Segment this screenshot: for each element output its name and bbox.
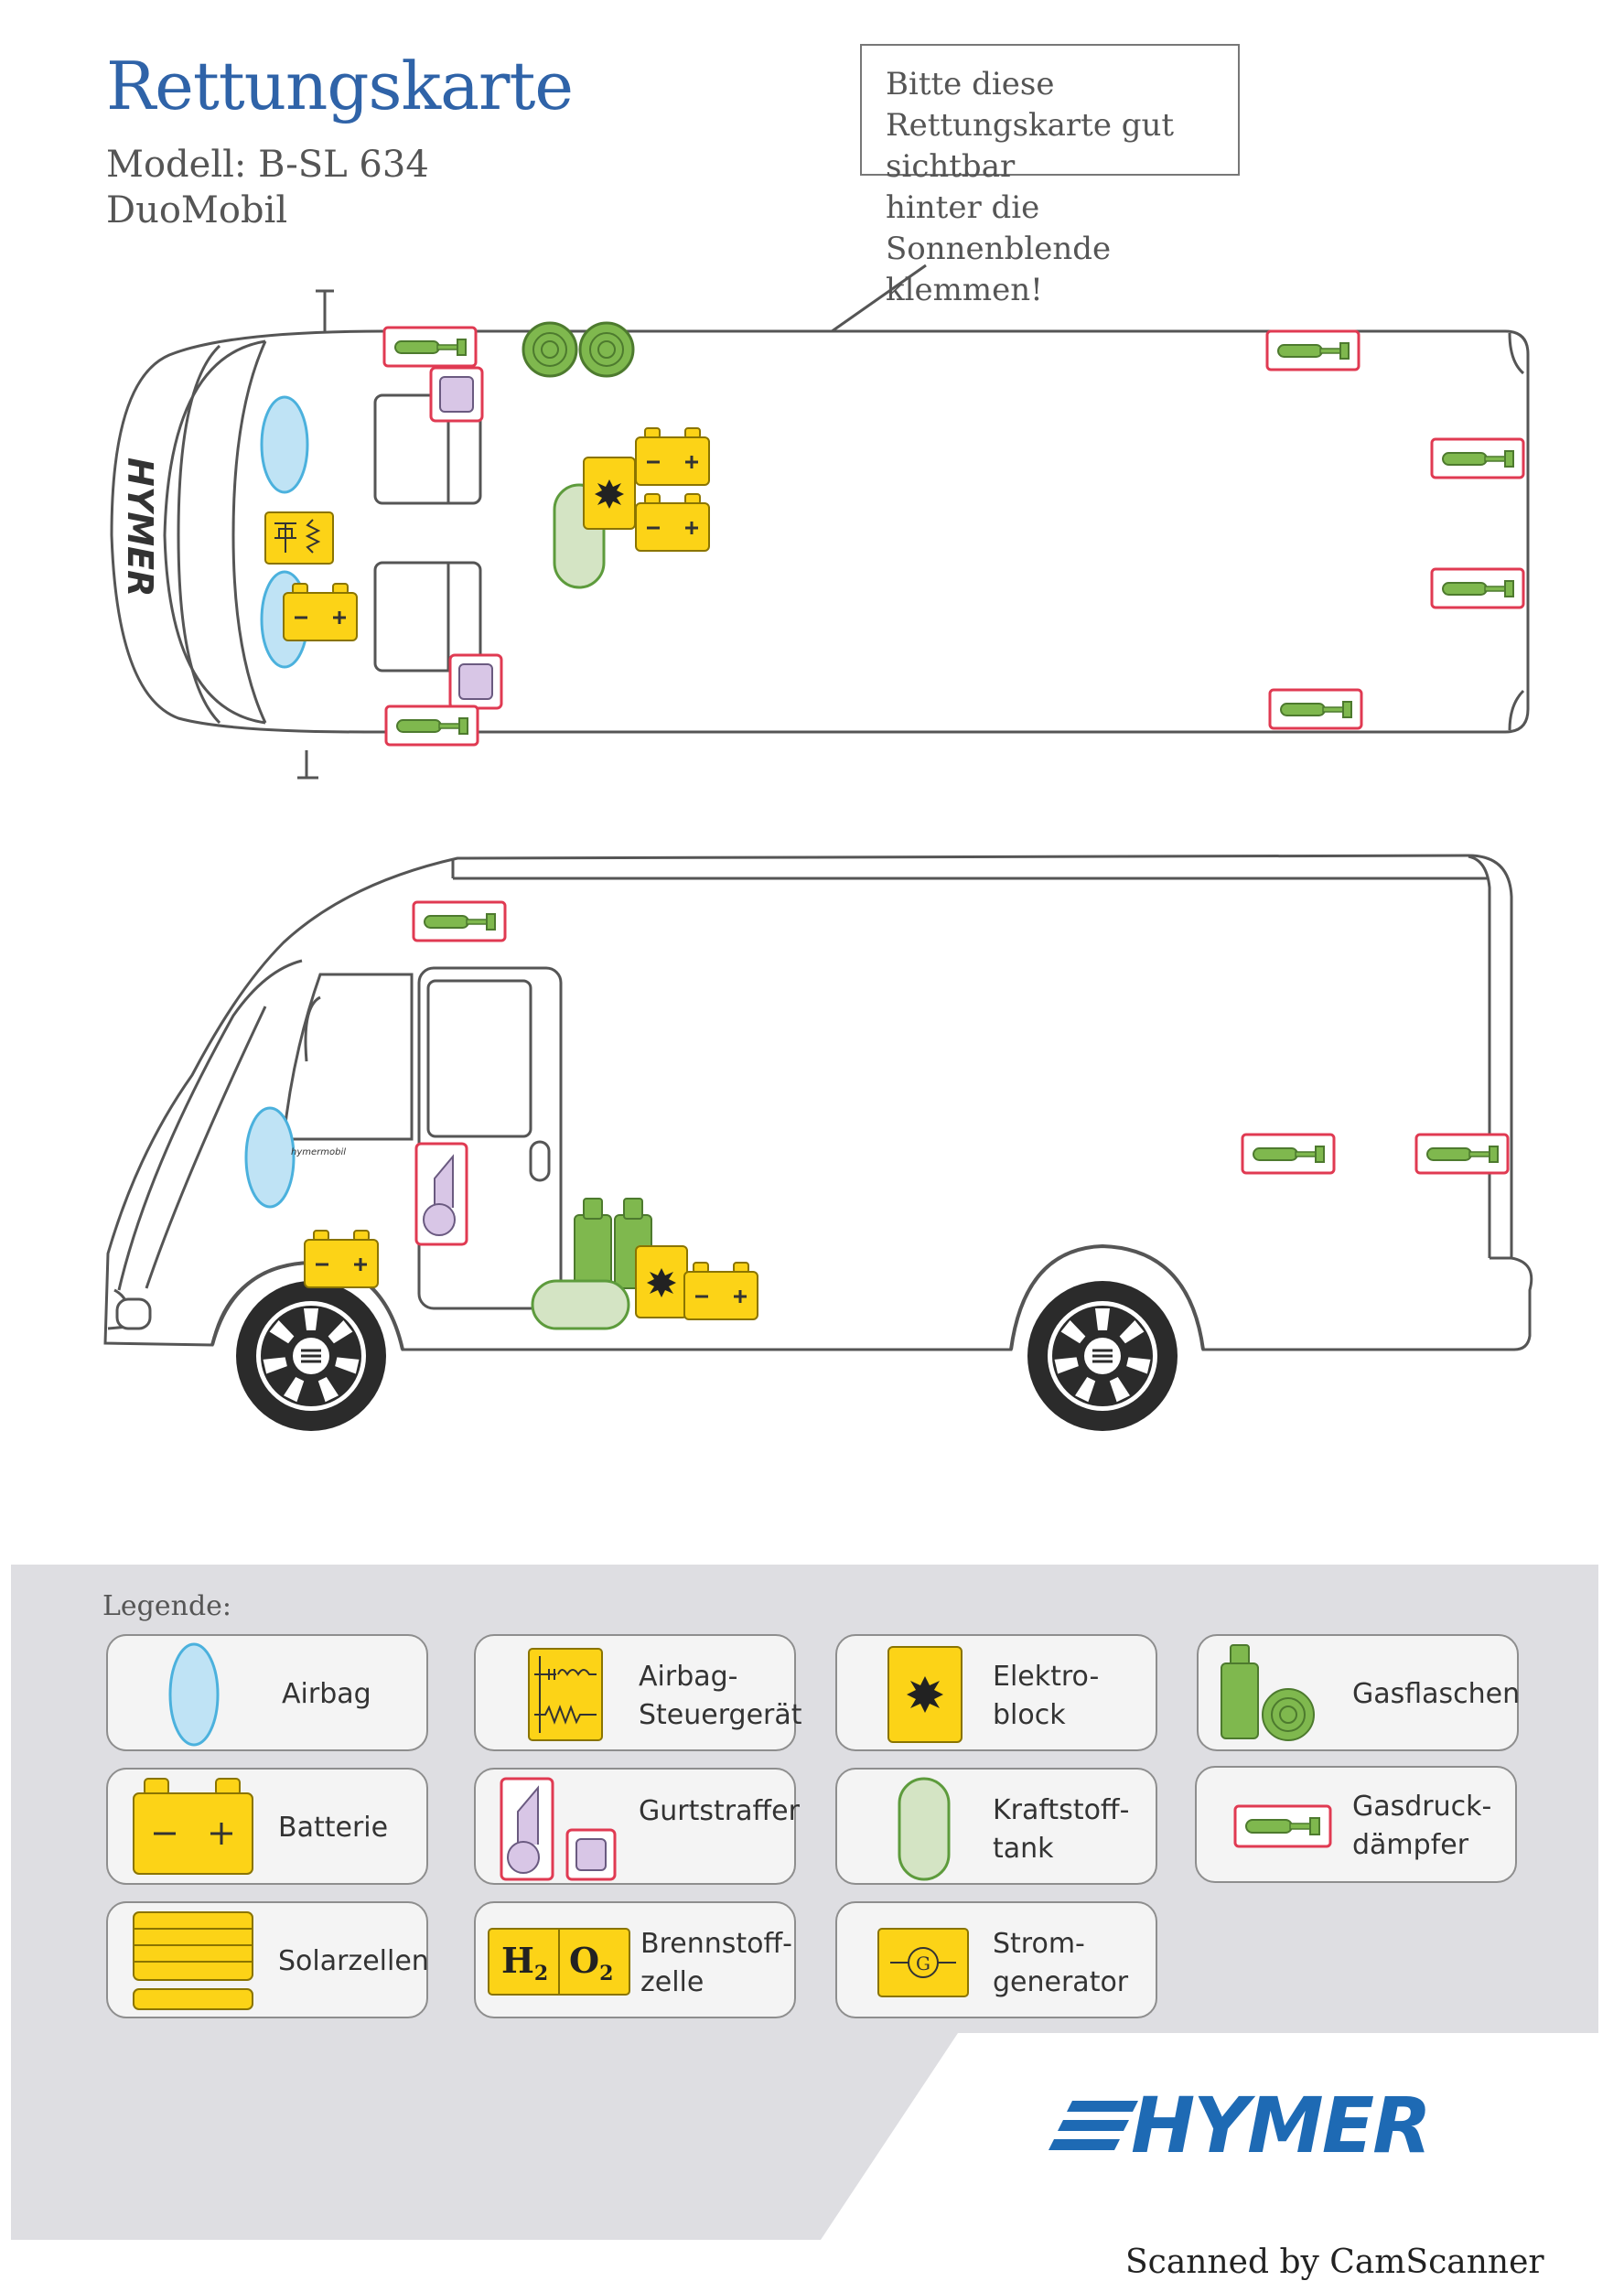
legend-label-line-1: Elektro- [993,1661,1100,1693]
legend-label-line-2: block [993,1699,1066,1731]
generator-letter: G [916,1953,930,1974]
legend-label-line-1: Strom- [993,1928,1085,1960]
battery-icon [282,582,359,642]
legend-label-line-2: dämpfer [1352,1829,1469,1861]
belt-tensioner-icon [414,1142,468,1246]
gas-bottles-icon [522,321,635,378]
battery-icon [634,426,711,487]
legend-label-line-1: Kraftstoff- [993,1794,1130,1826]
legend-item-fuel-cell: H2 O2 Brennstoff- zelle [474,1901,796,2018]
legend-label-line-2: tank [993,1833,1054,1865]
notice-box: Bitte diese Rettungskarte gut sichtbar h… [860,44,1240,308]
solar-cells-icon [133,1911,253,2010]
front-wheel [234,1279,388,1433]
gas-strut-icon [1430,437,1525,479]
legend-item-fuel-tank: Kraftstoff- tank [835,1768,1157,1885]
svg-text:H2: H2 [501,1940,548,1985]
fuel-cell-o: O [569,1940,599,1981]
legend-item-power-generator: G Strom- generator [835,1901,1157,2018]
legend-item-electro-block: Elektro- block [835,1634,1157,1751]
page-title: Rettungskarte [106,48,574,124]
model-info: Modell: B-SL 634 DuoMobil [106,142,429,233]
power-generator-icon: G [877,1928,969,1997]
legend-panel: Legende: Airbag Airbag- Steuergerät Elek… [11,1565,1598,2240]
legend-label-line-2: zelle [640,1966,704,1998]
logo-panel: HYMER [821,2033,1598,2240]
legend-item-airbag: Airbag [106,1634,428,1751]
vehicle-side-view: hymermobil [103,854,1533,1433]
belt-tensioner-icon [448,653,503,710]
legend-item-airbag-control-unit: Airbag- Steuergerät [474,1634,802,1751]
gas-strut-icon [384,705,479,747]
vehicle-diagrams: HYMER [103,264,1533,1433]
gas-strut-icon [1268,688,1363,730]
legend-label-line-1: Airbag- [639,1661,738,1693]
legend-label: Strom- generator [993,1925,1128,2002]
legend-label: Airbag- Steuergerät [639,1658,802,1735]
model-name: Modell: B-SL 634 [106,144,429,186]
legend-label-line-2: generator [993,1966,1129,1998]
legend-title: Legende: [102,1590,232,1622]
model-variant: DuoMobil [106,189,288,231]
hymer-logo-text: HYMER [1131,2081,1430,2170]
belt-tensioner-icon [429,366,484,423]
legend-label-line-1: Brennstoff- [640,1928,792,1960]
legend-label: Gasdruck- dämpfer [1352,1788,1491,1865]
legend-label: Gasflaschen [1352,1678,1521,1710]
gas-strut-icon [382,326,478,368]
gas-strut-icon [1241,1133,1336,1175]
airbag-icon [260,395,309,494]
electro-block-icon [583,457,636,530]
fuel-cell-o-sub: 2 [599,1962,613,1985]
legend-label-line-2: Steuergerät [639,1699,802,1731]
airbag-icon [244,1106,296,1209]
legend-label: Brennstoff- zelle [640,1925,792,2002]
legend-item-battery: Batterie [106,1768,428,1885]
gas-strut-icon [1430,567,1525,609]
belt-tensioner-icon [500,1777,617,1881]
legend-item-gas-strut: Gasdruck- dämpfer [1195,1766,1517,1883]
gas-strut-icon [1265,329,1361,371]
gas-strut-icon [1414,1133,1510,1175]
electro-block-icon [635,1245,688,1318]
scanner-watermark: Scanned by CamScanner [1125,2243,1544,2281]
legend-label: Solarzellen [278,1945,429,1977]
fuel-tank-icon [531,1279,630,1330]
notice-line-1: Bitte diese Rettungskarte gut sichtbar [886,66,1175,185]
legend-label: Elektro- block [993,1658,1099,1735]
battery-icon [634,492,711,553]
van-side-text: hymermobil [291,1147,346,1157]
legend-label: Airbag [282,1678,371,1710]
legend-item-belt-tensioner: Gurtstraffer [474,1768,800,1885]
vehicle-top-view: HYMER [110,264,1530,780]
airbag-icon [168,1642,220,1747]
rear-wheel [1026,1279,1179,1433]
legend-label-line-1: Gasdruck- [1352,1791,1492,1823]
airbag-control-unit-icon [264,511,334,565]
airbag-control-unit-icon [528,1648,603,1741]
fuel-cell-h: H [501,1940,534,1981]
svg-text:O2: O2 [569,1940,613,1985]
fuel-tank-icon [898,1777,951,1881]
battery-icon [133,1778,253,1875]
gas-bottles-icon [1221,1644,1315,1741]
legend-label: Kraftstoff- tank [993,1791,1129,1868]
battery-icon [683,1261,759,1321]
gas-strut-icon [1233,1804,1332,1848]
fuel-cell-icon: H2 O2 [488,1928,630,1996]
van-logo-text: HYMER [120,457,160,597]
legend-item-gas-bottles: Gasflaschen [1197,1634,1521,1751]
legend-label: Batterie [278,1812,389,1844]
notice-line-2: hinter die Sonnenblende klemmen! [886,189,1112,308]
gas-strut-icon [412,900,507,942]
legend-item-solar-cells: Solarzellen [106,1901,429,2018]
electro-block-icon [887,1646,963,1743]
hymer-logo: HYMER [1049,2081,1432,2170]
fuel-cell-h-sub: 2 [534,1962,548,1985]
battery-icon [303,1229,380,1289]
legend-label: Gurtstraffer [639,1795,800,1827]
